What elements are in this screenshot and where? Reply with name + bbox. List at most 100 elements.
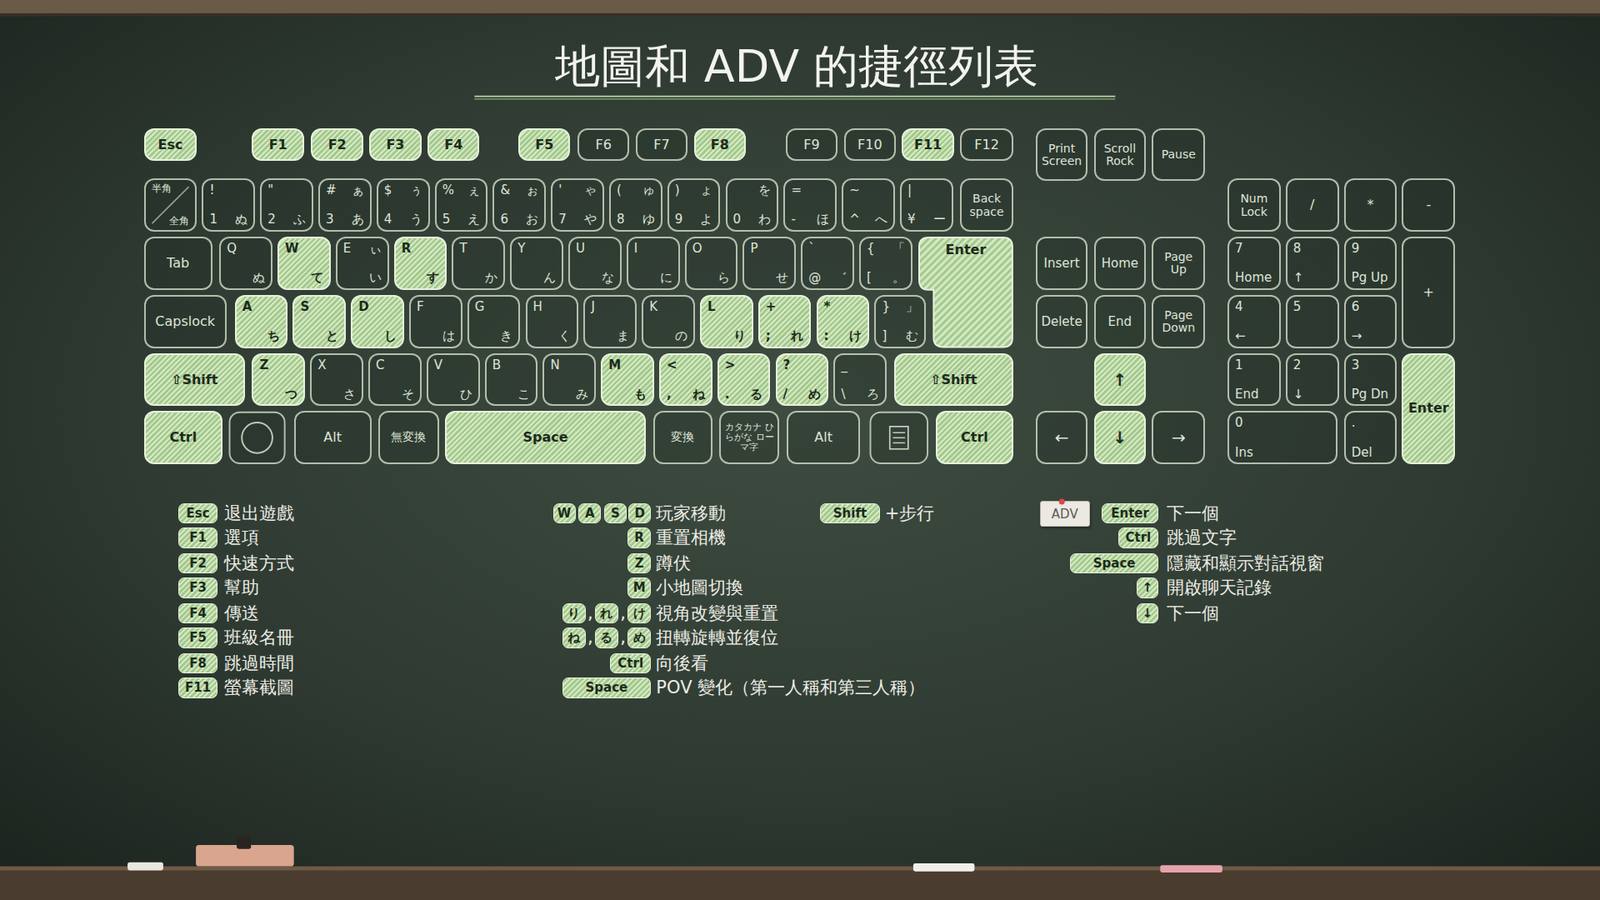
- key-label: <: [666, 358, 678, 373]
- key-label: Capslock: [149, 314, 222, 330]
- keyboard-key: Print Screen: [1035, 128, 1088, 180]
- keyboard-key: F10: [844, 128, 896, 161]
- key-label: Print Screen: [1040, 141, 1083, 168]
- key-label: ぁ: [351, 183, 365, 198]
- key-label: End: [1235, 387, 1260, 402]
- key-label: F3: [374, 137, 416, 153]
- pin-head: [1058, 499, 1065, 505]
- key-label: Esc: [149, 137, 193, 153]
- shortcut-description: 重置相機: [655, 525, 726, 550]
- shortcut-badge: ね: [562, 627, 586, 648]
- keyboard-key: Mも: [600, 353, 655, 407]
- badge-label: ね: [567, 630, 580, 645]
- badge-label: め: [633, 630, 646, 645]
- key-label: F9: [790, 137, 833, 153]
- shortcut-badge: F5: [178, 627, 218, 648]
- keyboard-key: 6→: [1344, 295, 1398, 349]
- key-label: V: [434, 358, 443, 373]
- key-label: こ: [517, 387, 530, 402]
- menu-key-icon: [892, 431, 905, 433]
- key-label: ↓: [1099, 428, 1141, 447]
- key-label: つ: [285, 387, 298, 402]
- key-label: >: [725, 358, 736, 373]
- keyboard-key: 無変換: [378, 410, 439, 465]
- keyboard-key: `@゛: [800, 236, 855, 290]
- badge-label: R: [634, 530, 645, 545]
- separator: ,: [620, 625, 626, 650]
- shortcut-description: 蹲伏: [655, 550, 691, 576]
- key-label: な: [601, 270, 615, 285]
- key-label: ょ: [700, 183, 713, 198]
- key-label: ひ: [460, 387, 473, 402]
- keyboard-key: Iに: [626, 236, 680, 290]
- key-label: よ: [700, 212, 713, 227]
- keyboard-key: Fは: [409, 295, 463, 349]
- keyboard-key: Pせ: [742, 236, 796, 290]
- keyboard-key: F8: [694, 128, 746, 161]
- key-label: に: [660, 270, 673, 285]
- shortcut-badge: Space: [1070, 553, 1158, 574]
- key-label: Z: [259, 358, 269, 373]
- key-label: Ctrl: [149, 430, 218, 446]
- key-label: -: [790, 212, 795, 227]
- key-label: れ: [790, 329, 804, 344]
- keyboard-key: *:け: [816, 295, 870, 349]
- keyboard-key: >.る: [717, 353, 771, 407]
- key-label: P: [750, 241, 758, 256]
- keyboard-key: #ぁ3あ: [318, 178, 372, 232]
- key-label: 4: [384, 212, 393, 227]
- key-label: 半角: [151, 183, 172, 195]
- key-label: Tab: [149, 255, 208, 271]
- key-label: え: [467, 212, 480, 227]
- key-label: ら: [717, 270, 730, 285]
- key-label: Q: [226, 241, 237, 256]
- badge-label: Shift: [833, 506, 867, 521]
- keyboard-key: 5: [1285, 295, 1340, 349]
- key-label: Alt: [791, 430, 855, 446]
- keyboard-key: Jま: [583, 295, 637, 349]
- key-label: ぉ: [525, 183, 539, 198]
- key-label: ほ: [816, 212, 830, 227]
- key-label: F10: [849, 137, 891, 153]
- badge-label: Enter: [1110, 506, 1150, 521]
- shortcut-description: 視角改變與重置: [655, 600, 779, 626]
- chalk-piece: [127, 862, 164, 871]
- keyboard-key: %ぇ5え: [435, 178, 489, 232]
- key-label: 1: [209, 212, 218, 227]
- keyboard-key: ↑: [1094, 353, 1146, 407]
- key-label: ぇ: [467, 183, 480, 198]
- key-label: N: [550, 358, 560, 373]
- keyboard-key: Yん: [510, 236, 564, 290]
- keyboard-key: $ぅ4う: [376, 178, 430, 232]
- key-label: G: [475, 300, 485, 315]
- shortcut-description: 扭轉旋轉並復位: [655, 625, 779, 650]
- key-label: へ: [875, 212, 888, 227]
- chalk-piece: [1160, 865, 1223, 873]
- keyboard-key: Bこ: [485, 353, 539, 407]
- keyboard-key: Space: [445, 410, 646, 465]
- badge-label: A: [585, 506, 595, 521]
- key-label: _: [840, 358, 848, 373]
- keyboard-key: Back space: [960, 178, 1014, 232]
- key-label: `: [808, 241, 815, 256]
- badge-label: Space: [585, 680, 629, 695]
- key-label: W: [285, 241, 300, 256]
- keyboard-key: F11: [901, 128, 954, 161]
- key-label: そ: [401, 387, 415, 402]
- key-label: は: [442, 329, 455, 344]
- chalk-piece: [913, 863, 975, 872]
- shortcut-badge: F8: [178, 653, 218, 674]
- shortcut-badge: D: [628, 503, 651, 524]
- key-label: I: [634, 241, 638, 256]
- key-label: :: [824, 329, 830, 344]
- shortcut-badge: Z: [627, 553, 651, 574]
- keyboard-key: F12: [960, 128, 1014, 161]
- key-label: #: [325, 183, 337, 198]
- keyboard-key: 9Pg Up: [1344, 236, 1398, 290]
- key-label: ゆ: [642, 212, 655, 227]
- badge-label: ↓: [1142, 606, 1154, 621]
- key-label: @: [808, 270, 821, 285]
- keyboard-key: Capslock: [144, 295, 227, 349]
- shortcut-badge: F1: [178, 527, 218, 548]
- key-label: Home: [1235, 270, 1272, 285]
